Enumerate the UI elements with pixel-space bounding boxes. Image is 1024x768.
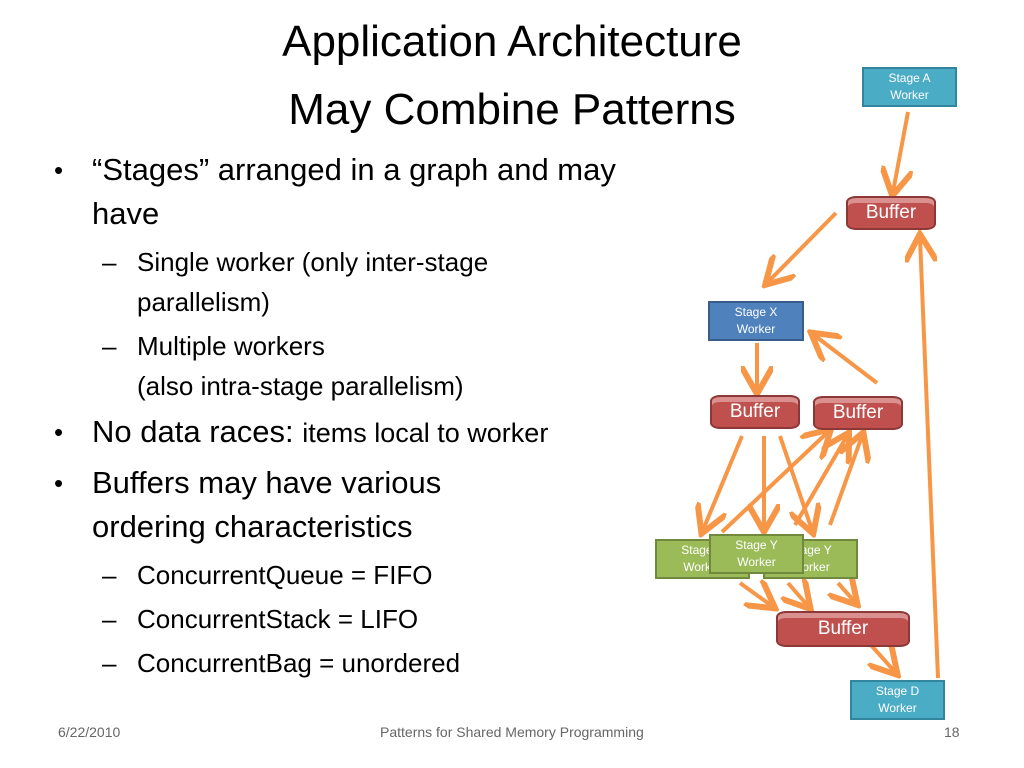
- sub-bullet-multiple-workers-line1: Multiple workers: [137, 331, 325, 361]
- buffer-mid-right: Buffer: [813, 396, 903, 430]
- footer-page-number: 18: [944, 724, 960, 740]
- arrow-y1-to-buffer-right: [720, 432, 828, 534]
- bullet-buffers-text: Buffers may have various ordering charac…: [92, 465, 442, 544]
- sub-bullet-stack: – ConcurrentStack = LIFO: [50, 599, 650, 639]
- slide-title-line1: Application Architecture: [282, 17, 742, 66]
- arrow-y2-to-buffer-bottom: [788, 583, 808, 606]
- dash-icon: –: [102, 648, 117, 678]
- dash-icon: –: [102, 604, 117, 634]
- dash-icon: –: [102, 560, 117, 590]
- bullet-list: • “Stages” arranged in a graph and may h…: [50, 148, 650, 687]
- arrow-y3-to-buffer-bottom: [838, 583, 855, 602]
- sub-bullet-bag: – ConcurrentBag = unordered: [50, 643, 650, 683]
- dash-icon: –: [102, 331, 117, 361]
- stage-d-worker: Stage D Worker: [850, 680, 945, 720]
- bullet-stages: • “Stages” arranged in a graph and may h…: [50, 148, 632, 236]
- dash-icon: –: [102, 247, 117, 277]
- bullet-no-data-races-main: No data races:: [92, 414, 294, 449]
- bullet-no-data-races: • No data races: items local to worker: [50, 410, 650, 455]
- arrow-y1-to-buffer-bottom: [738, 583, 772, 606]
- arrow-y3-to-buffer-right: [828, 436, 862, 526]
- arrow-buffer-left-to-y3: [778, 435, 812, 530]
- arrow-stage-a-to-buffer: [893, 111, 908, 192]
- arrow-buffer-to-stage-x-back: [814, 335, 879, 385]
- buffer-mid-left: Buffer: [710, 395, 800, 429]
- arrow-stage-d-to-buffer: [920, 238, 940, 679]
- bullet-dot-icon: •: [54, 417, 64, 447]
- sub-bullet-bag-text: ConcurrentBag = unordered: [137, 648, 461, 678]
- arrow-buffer-left-to-y1: [703, 435, 744, 530]
- sub-bullet-multiple-workers: – Multiple workers (also intra-stage par…: [50, 326, 650, 406]
- footer-date: 6/22/2010: [58, 724, 121, 740]
- footer-title: Patterns for Shared Memory Programming: [380, 724, 644, 740]
- slide-title-line2: May Combine Patterns: [288, 85, 736, 134]
- sub-bullet-multiple-workers-line2: (also intra-stage parallelism): [137, 371, 464, 401]
- arrow-buffer-to-stage-x: [768, 211, 838, 282]
- arrow-buffer-bottom-to-stage-d: [870, 642, 895, 672]
- stage-x-worker: Stage X Worker: [708, 301, 804, 341]
- bullet-stages-text: “Stages” arranged in a graph and may hav…: [92, 152, 616, 231]
- stage-y-worker-center: Stage Y Worker: [709, 534, 804, 574]
- bullet-dot-icon: •: [54, 155, 64, 185]
- arrow-y2-to-buffer-right: [793, 436, 847, 527]
- bullet-no-data-races-detail: items local to worker: [302, 418, 549, 448]
- sub-bullet-single-worker: – Single worker (only inter-stage parall…: [50, 242, 537, 322]
- sub-bullet-queue: – ConcurrentQueue = FIFO: [50, 555, 650, 595]
- stage-a-worker: Stage A Worker: [862, 67, 957, 107]
- sub-bullet-stack-text: ConcurrentStack = LIFO: [137, 604, 419, 634]
- buffer-bottom: Buffer: [776, 611, 910, 647]
- sub-bullet-queue-text: ConcurrentQueue = FIFO: [137, 560, 433, 590]
- buffer-top: Buffer: [846, 196, 936, 230]
- sub-bullet-single-worker-text: Single worker (only inter-stage parallel…: [137, 247, 489, 317]
- bullet-buffers: • Buffers may have various ordering char…: [50, 461, 562, 549]
- bullet-dot-icon: •: [54, 468, 64, 498]
